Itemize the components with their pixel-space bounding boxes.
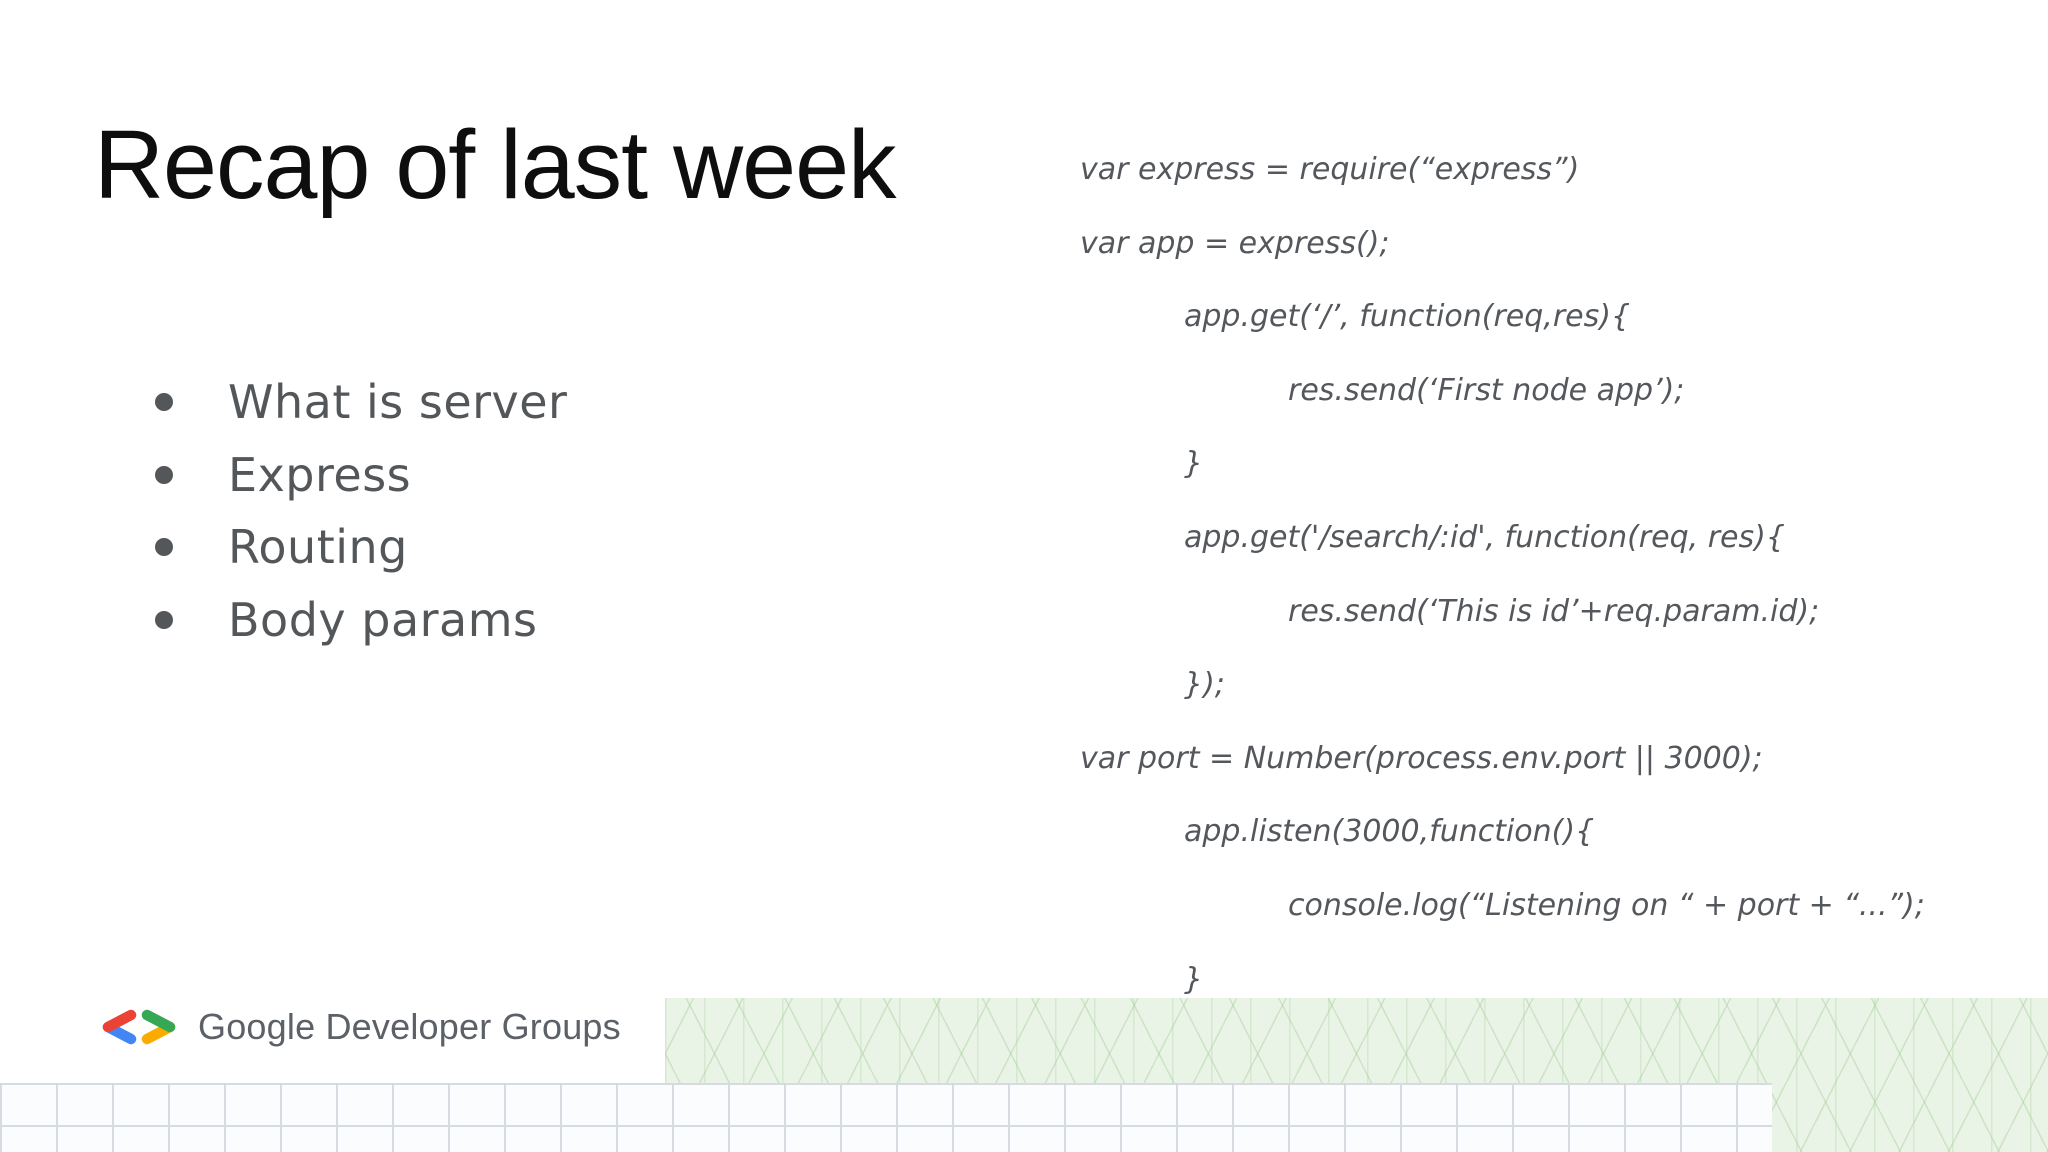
slide-title: Recap of last week xyxy=(94,110,897,219)
code-line: } xyxy=(1184,961,1204,997)
bullet-label: What is server xyxy=(228,375,568,430)
bullet-item: Express xyxy=(155,439,567,512)
code-line: res.send(‘This is id’+req.param.id); xyxy=(1288,593,1820,629)
bullet-item: Body params xyxy=(155,584,567,657)
bullet-dot-icon xyxy=(155,610,173,629)
bullet-dot-icon xyxy=(155,538,173,557)
code-line: var app = express(); xyxy=(1080,225,1390,261)
bullet-dot-icon xyxy=(155,393,173,412)
code-line: res.send(‘First node app’); xyxy=(1288,372,1685,408)
code-line: app.listen(3000,function(){ xyxy=(1184,814,1595,850)
bullet-label: Express xyxy=(228,447,412,502)
bullet-dot-icon xyxy=(155,465,173,484)
code-line: }); xyxy=(1184,667,1225,703)
bullet-item: Routing xyxy=(155,511,567,584)
footer-brand: Google Developer Groups xyxy=(100,1003,621,1051)
gdg-logo-icon xyxy=(102,1009,176,1045)
code-line: var port = Number(process.env.port || 30… xyxy=(1080,740,1763,776)
bullet-label: Routing xyxy=(228,520,408,575)
decor-grid-band xyxy=(0,1083,1772,1152)
code-line: } xyxy=(1184,446,1204,482)
code-line: console.log(“Listening on “ + port + “..… xyxy=(1288,887,1925,923)
code-line: var express = require(“express”) xyxy=(1080,152,1580,187)
bullet-label: Body params xyxy=(228,592,538,647)
code-line: app.get('/search/:id', function(req, res… xyxy=(1184,519,1785,555)
bullet-item: What is server xyxy=(155,366,567,439)
footer-brand-label: Google Developer Groups xyxy=(198,1006,621,1047)
code-line: app.get(‘/’, function(req,res){ xyxy=(1184,299,1631,335)
code-block: var express = require(“express”) var app … xyxy=(1080,133,1980,1016)
